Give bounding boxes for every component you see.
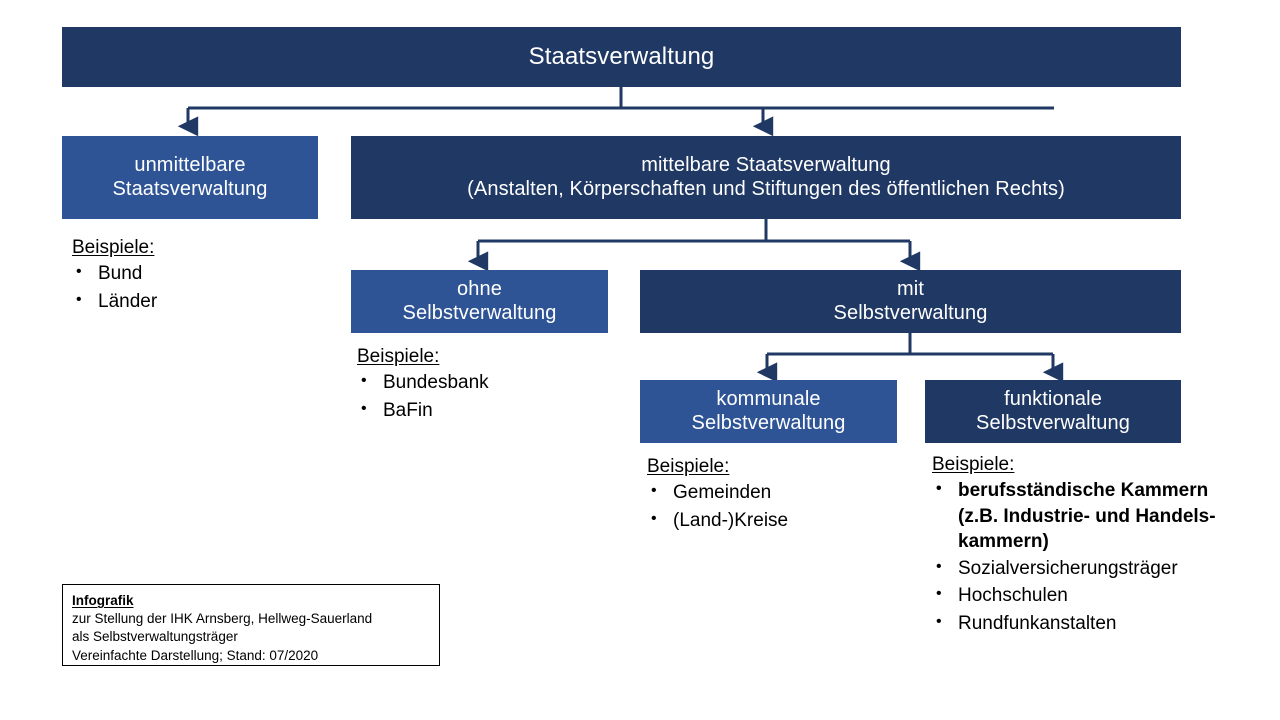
bullet-icon: • <box>936 585 942 603</box>
bullet-icon: • <box>361 399 367 417</box>
caption-title: Infografik <box>72 593 134 608</box>
node-staatsverwaltung[interactable]: Staatsverwaltung <box>62 27 1181 87</box>
node-mit-selbstverwaltung[interactable]: mit Selbstverwaltung <box>640 270 1181 333</box>
list-item: • (Land-)Kreise <box>647 508 907 533</box>
bullet-icon: • <box>76 263 82 281</box>
node-staatsverwaltung-line-1: Staatsverwaltung <box>528 42 715 70</box>
node-kommunale-line-1: kommunale <box>716 387 821 410</box>
list-item-label: (Land-)Kreise <box>673 509 789 531</box>
list-item-label: Bund <box>98 263 143 285</box>
bullet-icon: • <box>936 558 942 576</box>
node-unmittelbare-line-1: unmittelbare <box>134 153 246 176</box>
node-kommunale-selbstverwaltung[interactable]: kommunale Selbstverwaltung <box>640 380 897 443</box>
node-mittelbare-line-2: (Anstalten, Körperschaften und Stiftunge… <box>467 177 1065 200</box>
list-item-label: Gemeinden <box>673 482 772 504</box>
node-mittelbare-line-1: mittelbare Staatsverwaltung <box>641 153 891 176</box>
bullet-icon: • <box>361 372 367 390</box>
list-item-label: Hochschulen <box>958 585 1068 607</box>
node-ohne-line-2: Selbstverwaltung <box>402 301 557 324</box>
list-item-label: BaFin <box>383 399 433 421</box>
examples-kommunale-list: • Gemeinden • (Land-)Kreise <box>647 480 907 533</box>
bullet-icon: • <box>651 482 657 500</box>
examples-funktionale-heading: Beispiele: <box>932 454 1015 475</box>
list-item: • berufsständische Kammern (z.B. Industr… <box>932 478 1252 554</box>
node-mit-line-2: Selbstverwaltung <box>833 301 988 324</box>
list-item: • Gemeinden <box>647 480 907 505</box>
examples-funktionale-list: • berufsständische Kammern (z.B. Industr… <box>932 478 1252 636</box>
bullet-icon: • <box>651 509 657 527</box>
infographic-caption-box: Infografik zur Stellung der IHK Arnsberg… <box>62 584 440 666</box>
examples-unmittelbare-list: • Bund • Länder <box>72 261 322 314</box>
node-funktionale-line-2: Selbstverwaltung <box>976 411 1130 434</box>
examples-ohne-list: • Bundesbank • BaFin <box>357 370 607 423</box>
examples-ohne-heading: Beispiele: <box>357 346 440 367</box>
list-item: • Sozialversicherungsträger <box>932 556 1252 581</box>
node-ohne-selbstverwaltung[interactable]: ohne Selbstverwaltung <box>351 270 608 333</box>
caption-line-2: als Selbstverwaltungsträger <box>72 629 238 645</box>
node-unmittelbare-line-2: Staatsverwaltung <box>112 177 268 200</box>
list-item-label: berufsständische Kammern (z.B. Industrie… <box>958 480 1216 552</box>
examples-funktionale-selbstverwaltung: Beispiele: • berufsständische Kammern (z… <box>932 452 1252 638</box>
list-item: • Hochschulen <box>932 583 1252 608</box>
bullet-icon: • <box>936 612 942 630</box>
node-mit-line-1: mit <box>897 277 924 300</box>
examples-unmittelbare: Beispiele: • Bund • Länder <box>72 235 322 316</box>
list-item: • Rundfunkanstalten <box>932 611 1252 636</box>
examples-kommunale-heading: Beispiele: <box>647 456 730 477</box>
list-item-label: Länder <box>98 290 158 312</box>
list-item-label: Sozialversicherungsträger <box>958 558 1178 580</box>
examples-kommunale-selbstverwaltung: Beispiele: • Gemeinden • (Land-)Kreise <box>647 454 907 535</box>
bullet-icon: • <box>936 480 942 498</box>
list-item: • Bundesbank <box>357 370 607 395</box>
examples-ohne-selbstverwaltung: Beispiele: • Bundesbank • BaFin <box>357 344 607 425</box>
examples-unmittelbare-heading: Beispiele: <box>72 237 155 258</box>
list-item: • Länder <box>72 289 322 314</box>
caption-line-3: Vereinfachte Darstellung; Stand: 07/2020 <box>72 647 319 663</box>
list-item: • Bund <box>72 261 322 286</box>
bullet-icon: • <box>76 290 82 308</box>
node-ohne-line-1: ohne <box>457 277 502 300</box>
node-mittelbare-staatsverwaltung[interactable]: mittelbare Staatsverwaltung (Anstalten, … <box>351 136 1181 219</box>
list-item-label: Bundesbank <box>383 372 489 394</box>
list-item: • BaFin <box>357 398 607 423</box>
node-unmittelbare-staatsverwaltung[interactable]: unmittelbare Staatsverwaltung <box>62 136 318 219</box>
node-funktionale-line-1: funktionale <box>1004 387 1102 410</box>
node-funktionale-selbstverwaltung[interactable]: funktionale Selbstverwaltung <box>925 380 1181 443</box>
caption-line-1: zur Stellung der IHK Arnsberg, Hellweg-S… <box>72 611 373 627</box>
node-kommunale-line-2: Selbstverwaltung <box>691 411 846 434</box>
list-item-label: Rundfunkanstalten <box>958 612 1117 634</box>
